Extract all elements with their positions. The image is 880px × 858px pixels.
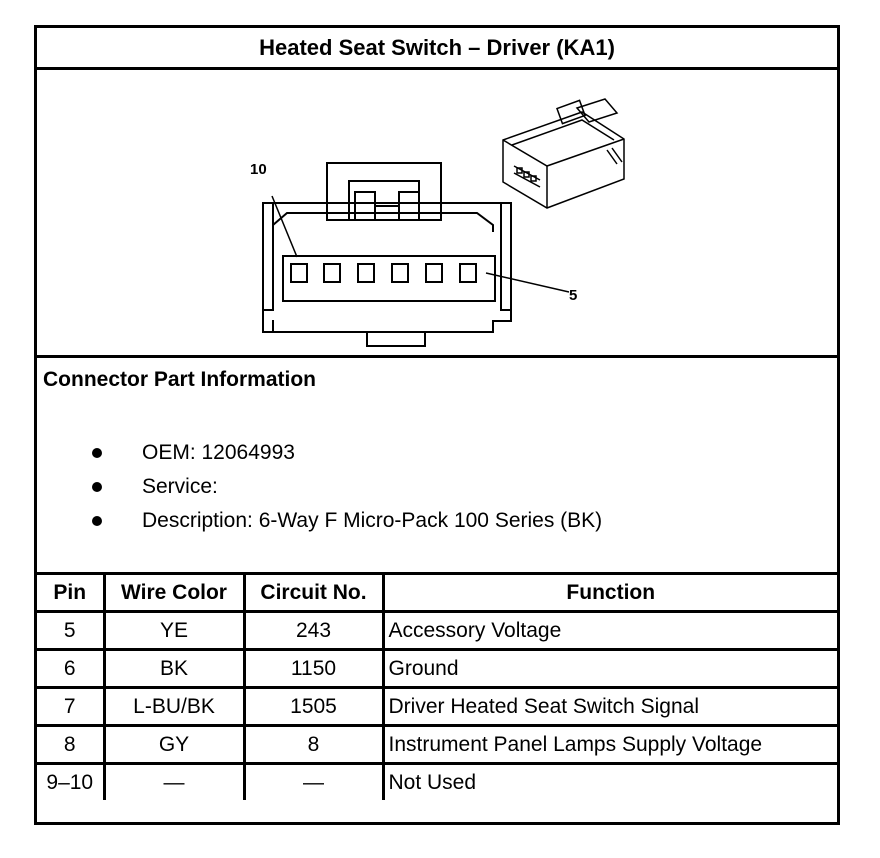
cell-function: Accessory Voltage — [381, 610, 837, 651]
cell-pin: 9–10 — [37, 762, 106, 800]
bullet-icon — [92, 516, 102, 526]
cell-circuit: 1150 — [242, 648, 385, 689]
housing-right-rail — [500, 202, 512, 311]
table-row: 7 L-BU/BK 1505 Driver Heated Seat Switch… — [37, 686, 837, 727]
table-row: 5 YE 243 Accessory Voltage — [37, 610, 837, 651]
info-item-description: Description: 6-Way F Micro-Pack 100 Seri… — [37, 504, 602, 538]
connector-face-drawing: 10 5 — [250, 98, 625, 347]
info-heading: Connector Part Information — [43, 368, 317, 391]
connector-diagram: 10 5 — [37, 70, 837, 358]
cell-function: Not Used — [381, 762, 837, 800]
cell-function: Ground — [381, 648, 837, 689]
document-title: Heated Seat Switch – Driver (KA1) — [37, 28, 837, 70]
header-function: Function — [381, 575, 837, 613]
bottom-key-tab — [366, 331, 426, 347]
cell-circuit: 243 — [242, 610, 385, 651]
cell-wire-color: GY — [102, 724, 246, 765]
cell-circuit: — — [242, 762, 385, 800]
connector-part-info: Connector Part Information OEM: 12064993… — [37, 358, 837, 575]
info-list: OEM: 12064993 Service: Description: 6-Wa… — [37, 436, 602, 538]
cell-wire-color: YE — [102, 610, 246, 651]
info-item-text: Service: — [142, 475, 218, 498]
table-header-row: Pin Wire Color Circuit No. Function — [37, 575, 837, 613]
pin-cavity-9 — [323, 263, 341, 283]
pin-cavity-6 — [425, 263, 443, 283]
pin-table: Pin Wire Color Circuit No. Function 5 YE… — [37, 575, 837, 800]
connector-document: Heated Seat Switch – Driver (KA1) — [34, 25, 840, 825]
connector-iso-sketch — [502, 98, 625, 209]
table-row: 6 BK 1150 Ground — [37, 648, 837, 689]
cell-pin: 5 — [37, 610, 106, 651]
latch-tab-right — [398, 191, 420, 221]
info-item-text: Description: 6-Way F Micro-Pack 100 Seri… — [142, 509, 603, 532]
header-circuit-no: Circuit No. — [242, 575, 385, 613]
pin-label-10: 10 — [250, 161, 267, 178]
cell-circuit: 8 — [242, 724, 385, 765]
table-row: 8 GY 8 Instrument Panel Lamps Supply Vol… — [37, 724, 837, 765]
leader-line-5 — [485, 272, 570, 293]
cell-wire-color: L-BU/BK — [102, 686, 246, 727]
pin-cavity-10 — [290, 263, 308, 283]
leader-line-10 — [271, 195, 298, 258]
latch-outer — [326, 162, 442, 221]
table-row: 9–10 — — Not Used — [37, 762, 837, 800]
cell-wire-color: BK — [102, 648, 246, 689]
pin-cavity-5 — [459, 263, 477, 283]
bullet-icon — [92, 448, 102, 458]
pin-cavity-7 — [391, 263, 409, 283]
info-item-oem: OEM: 12064993 — [37, 436, 602, 470]
header-pin: Pin — [37, 575, 106, 613]
latch-tab-left — [354, 191, 376, 221]
info-item-service: Service: — [37, 470, 602, 504]
cell-function: Instrument Panel Lamps Supply Voltage — [381, 724, 837, 765]
cell-circuit: 1505 — [242, 686, 385, 727]
housing-left-rail — [262, 202, 274, 311]
cell-pin: 8 — [37, 724, 106, 765]
latch-inner — [348, 180, 420, 221]
connector-housing — [262, 202, 512, 333]
info-item-text: OEM: 12064993 — [142, 441, 295, 464]
housing-top-edge — [272, 212, 494, 232]
header-wire-color: Wire Color — [102, 575, 246, 613]
pin-cavity-recess — [282, 255, 496, 302]
cell-pin: 6 — [37, 648, 106, 689]
bullet-icon — [92, 482, 102, 492]
cell-wire-color: — — [102, 762, 246, 800]
cell-function: Driver Heated Seat Switch Signal — [381, 686, 837, 727]
pin-label-5: 5 — [569, 287, 577, 304]
pin-cavity-8 — [357, 263, 375, 283]
cell-pin: 7 — [37, 686, 106, 727]
